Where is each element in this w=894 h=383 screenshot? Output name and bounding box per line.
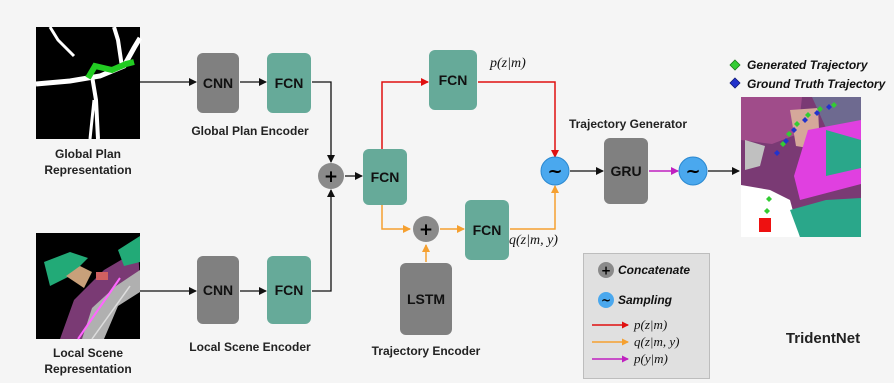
prior-math-label: p(z|m): [490, 56, 526, 71]
local-scene-image: [36, 233, 140, 340]
ground-truth-trajectory-label: Ground Truth Trajectory: [747, 77, 886, 91]
ground-truth-trajectory-markers: [774, 104, 832, 156]
arrow-fcn-top-to-concat: [312, 81, 335, 163]
ground-truth-legend-marker: [729, 77, 741, 89]
arrow-post-orange-1: [381, 205, 411, 233]
legend-box: + ~ Concatenate Sampling p(z|m) q(z|m, y…: [583, 253, 710, 379]
sampling-circle-latent: [540, 156, 570, 186]
trajectory-generator-label: Trajectory Generator: [568, 117, 688, 131]
global-plan-representation-label: Global Plan Representation: [36, 146, 140, 178]
legend-red-label: p(z|m): [634, 317, 668, 332]
fcn-block-local: FCN: [267, 256, 311, 324]
sampling-symbol-output: ~: [685, 161, 700, 182]
legend-sampling-symbol: ~: [601, 294, 611, 308]
concat-symbol-main: +: [324, 167, 338, 187]
legend-sampling-circle: [598, 292, 614, 308]
fcn-block-prior: FCN: [429, 50, 477, 110]
local-scene-encoder-label: Local Scene Encoder: [189, 340, 311, 354]
gru-block: GRU: [604, 138, 648, 204]
generated-legend-marker: [729, 59, 741, 71]
generated-trajectory-label: Generated Trajectory: [747, 58, 868, 72]
cnn-block-local: CNN: [197, 256, 239, 324]
posterior-math-label: q(z|m, y): [509, 233, 558, 248]
local-scene-rep-line1: Local Scene: [52, 346, 124, 360]
sampling-symbol-latent: ~: [547, 161, 562, 182]
global-plan-rep-line2: Representation: [44, 163, 132, 177]
concat-symbol-posterior: +: [419, 220, 433, 240]
legend-symbols: + ~: [592, 262, 629, 363]
local-scene-rep-line2: Representation: [44, 362, 132, 376]
cnn-block-global: CNN: [197, 53, 239, 113]
legend-magenta-label: p(y|m): [634, 351, 668, 366]
fcn-block-global: FCN: [267, 53, 311, 113]
sampling-circle-output: [678, 156, 708, 186]
legend-concat-circle: [598, 262, 614, 278]
arrow-fcn-bottom-to-concat: [312, 189, 335, 292]
local-scene-representation-label: Local Scene Representation: [36, 345, 140, 377]
global-plan-encoder-label: Global Plan Encoder: [191, 124, 309, 138]
legend-sampling-label: Sampling: [618, 293, 673, 307]
legend-orange-label: q(z|m, y): [634, 334, 680, 349]
legend-concatenate-label: Concatenate: [618, 263, 691, 277]
concat-circle-main: [318, 163, 344, 189]
global-plan-image: [35, 26, 143, 140]
legend-concat-symbol: +: [601, 264, 611, 278]
arrow-prior-red-1: [381, 78, 429, 149]
lstm-block: LSTM: [400, 263, 452, 335]
model-name-label: TridentNet: [785, 330, 861, 347]
output-scene-image: [741, 97, 861, 237]
generated-trajectory-markers: [764, 102, 837, 214]
arrow-post-orange-3: [510, 185, 559, 230]
trajectory-encoder-label: Trajectory Encoder: [371, 344, 481, 358]
global-plan-rep-line1: Global Plan: [54, 147, 121, 161]
fcn-block-posterior: FCN: [465, 200, 509, 260]
fcn-block-main: FCN: [363, 149, 407, 205]
arrow-prior-red-2: [478, 81, 559, 158]
concat-circle-posterior: [413, 216, 439, 242]
